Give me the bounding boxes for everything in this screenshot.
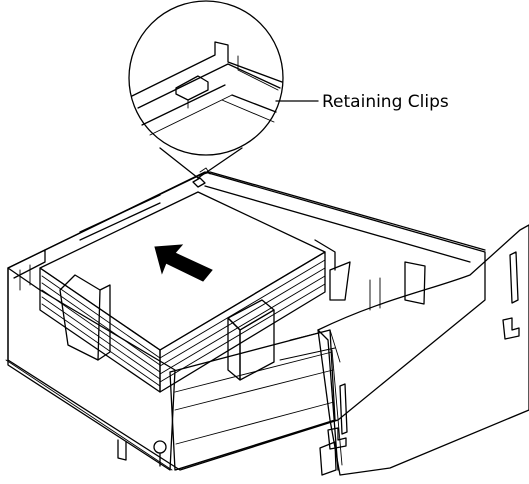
retaining-clip xyxy=(175,75,209,101)
magnifier-circle xyxy=(128,0,284,156)
retaining-clip xyxy=(192,177,206,188)
callout-label: Retaining Clips xyxy=(322,92,449,112)
insert-direction-arrow xyxy=(154,244,213,282)
paper-stack xyxy=(39,191,336,393)
tray-door xyxy=(317,224,529,476)
magnifier-callout xyxy=(128,0,284,179)
